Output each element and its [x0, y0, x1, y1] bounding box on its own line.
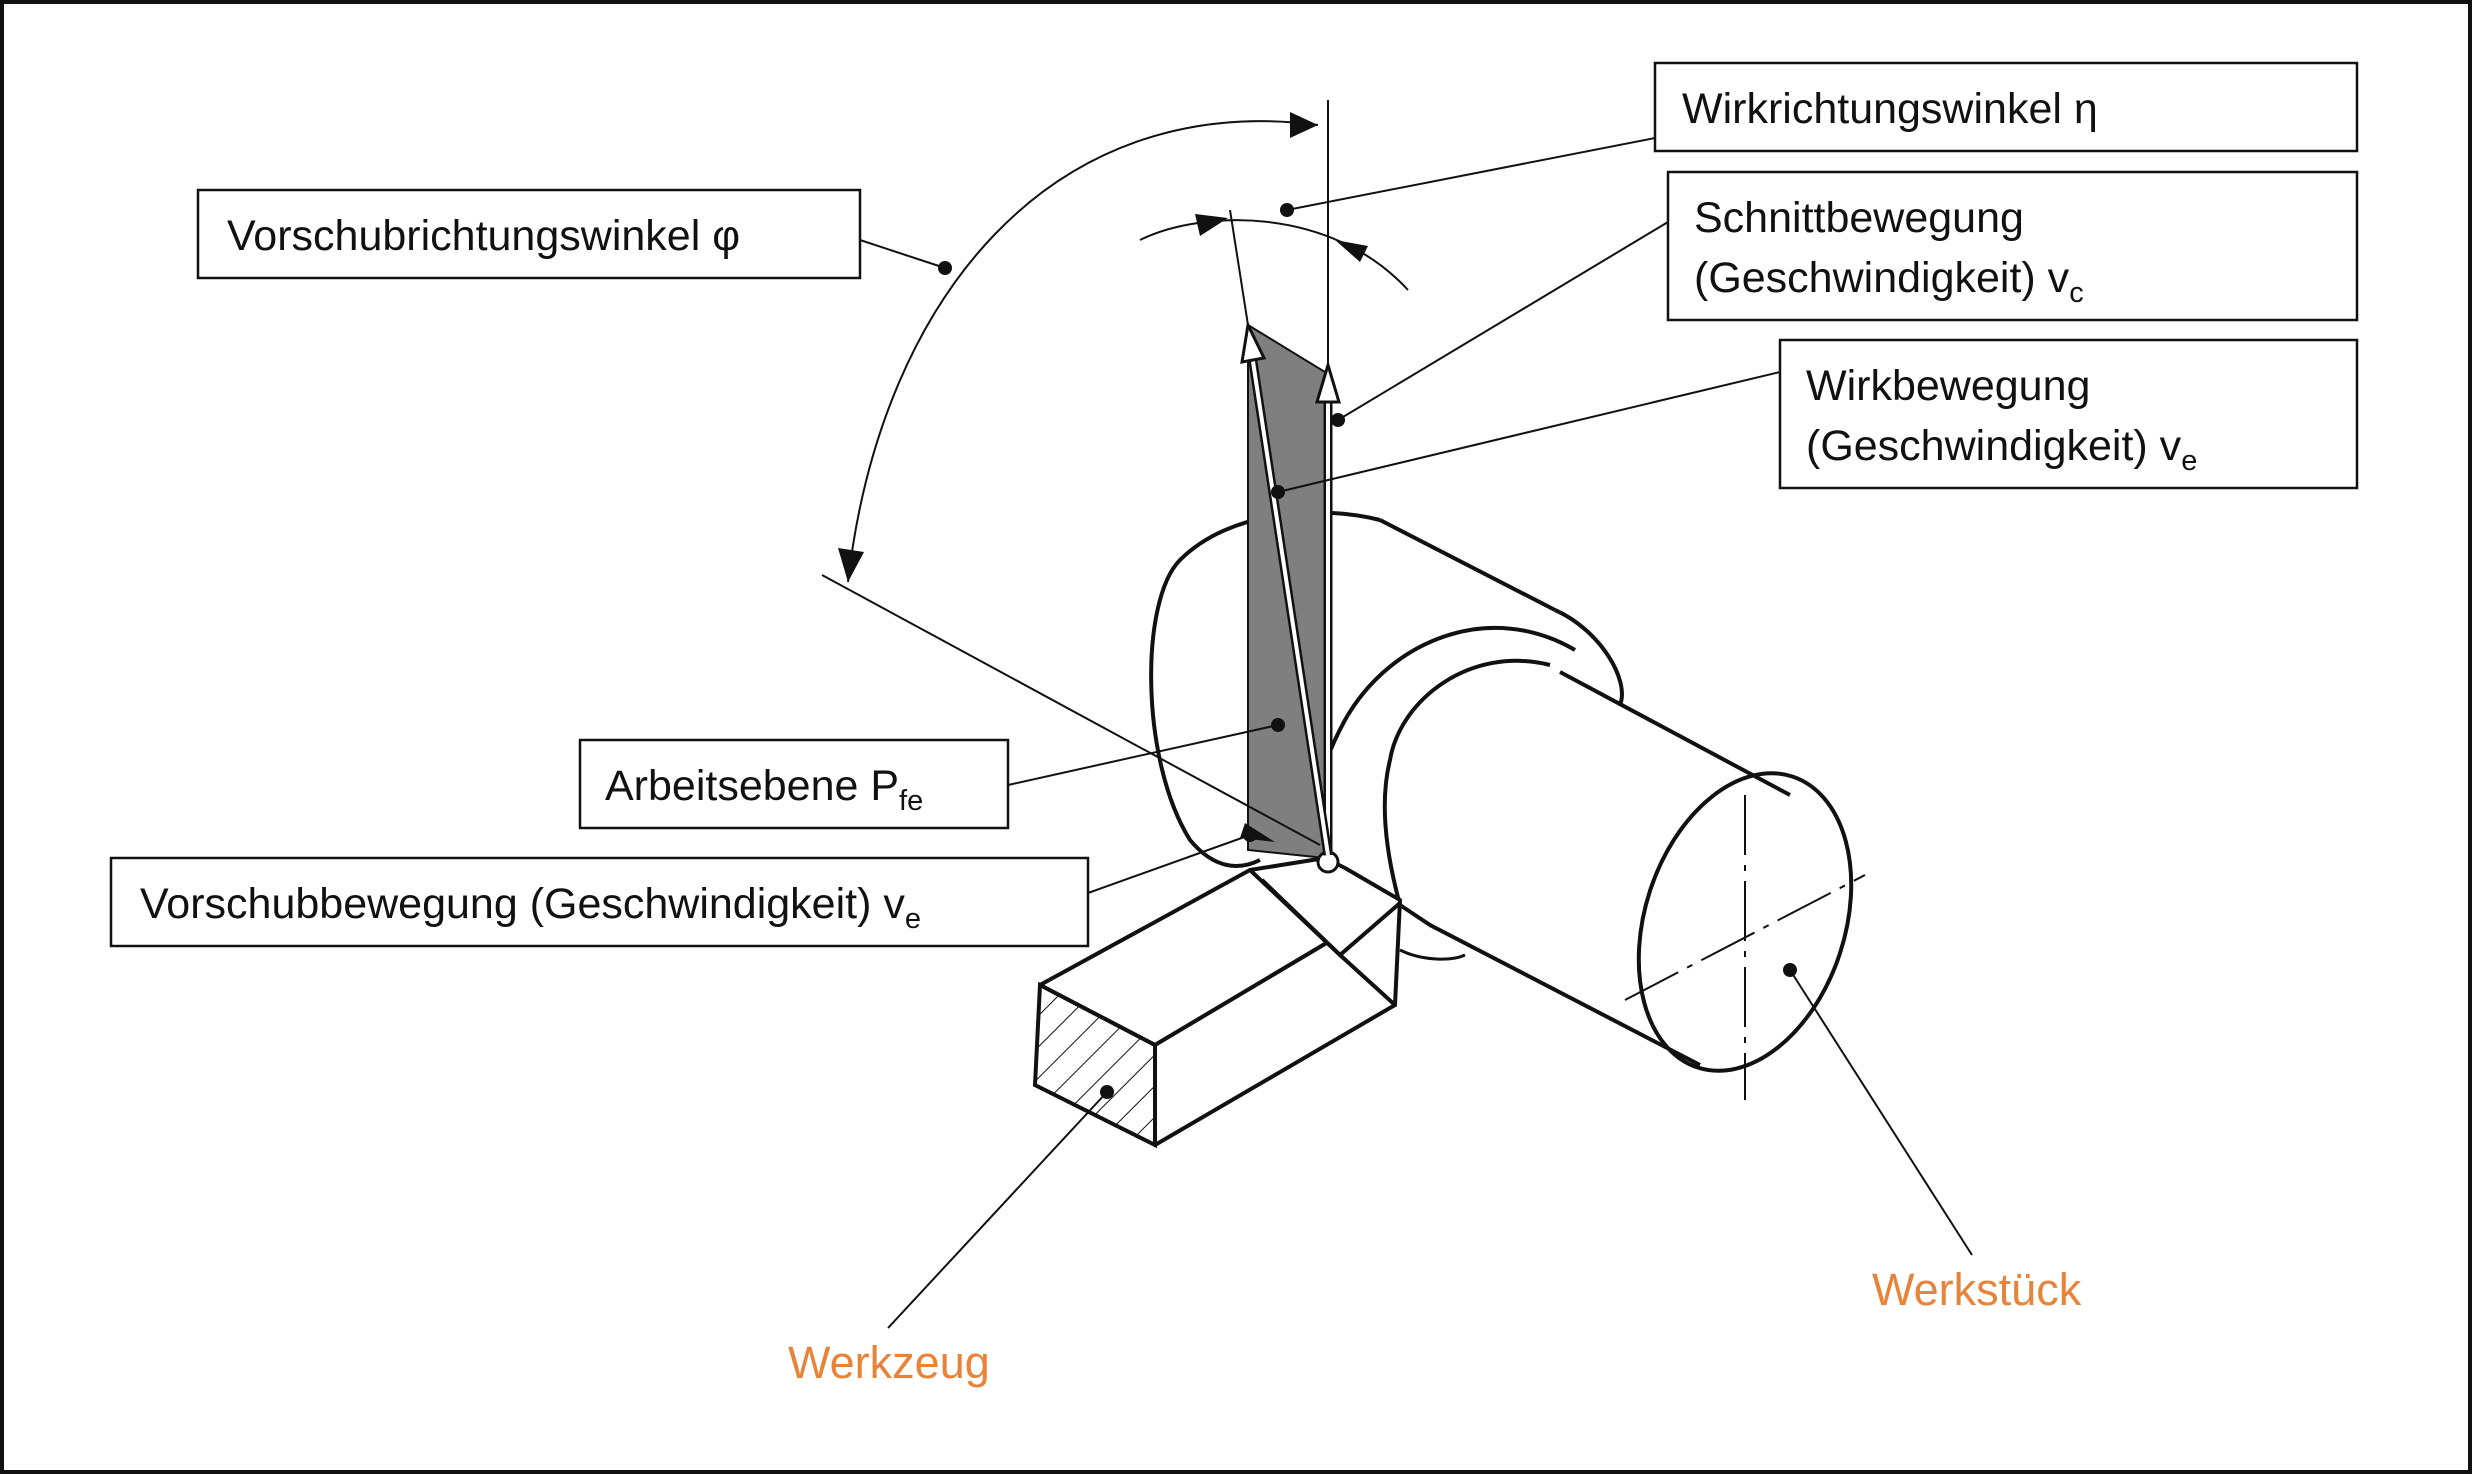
- label-text: Vorschubbewegung (Geschwindigkeit) ve: [140, 880, 921, 935]
- label-text: Vorschubrichtungswinkel φ: [227, 212, 740, 260]
- label-schnittbewegung: Schnittbewegung (Geschwindigkeit) vc: [1666, 170, 2359, 322]
- label-text: Wirkrichtungswinkel η: [1682, 85, 2098, 133]
- label-wirkrichtungswinkel: Wirkrichtungswinkel η: [1653, 61, 2359, 153]
- angle-arcs: [838, 112, 1409, 583]
- label-text-line2: (Geschwindigkeit) vc: [1694, 254, 2084, 309]
- tool: [1032, 850, 1402, 1149]
- label-vorschubrichtungswinkel: Vorschubrichtungswinkel φ: [196, 188, 862, 280]
- feed-direction-line: [821, 574, 1321, 846]
- label-werkzeug: Werkzeug: [788, 1337, 990, 1388]
- label-text: Arbeitsebene Pfe: [605, 762, 923, 817]
- label-text-line1: Schnittbewegung: [1694, 194, 2024, 242]
- motion-vectors: [821, 100, 1342, 856]
- leader-lines: [859, 137, 1973, 1329]
- label-vorschubbewegung: Vorschubbewegung (Geschwindigkeit) ve: [109, 856, 1090, 948]
- label-text-line2: (Geschwindigkeit) ve: [1806, 422, 2197, 477]
- label-text-line1: Wirkbewegung: [1806, 362, 2090, 410]
- label-arbeitsebene: Arbeitsebene Pfe: [578, 738, 1010, 830]
- label-wirkbewegung: Wirkbewegung (Geschwindigkeit) ve: [1778, 338, 2359, 490]
- label-werkstueck: Werkstück: [1872, 1264, 2082, 1315]
